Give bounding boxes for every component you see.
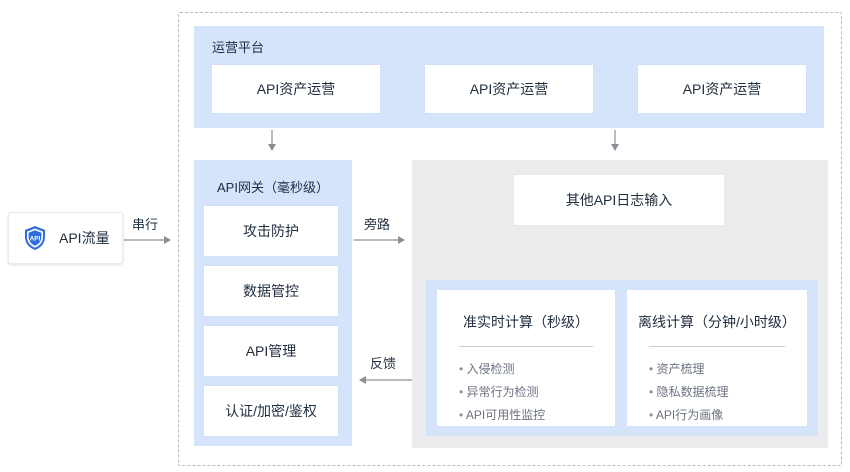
feedback-label: 反馈 <box>370 356 397 371</box>
list-item: 隐私数据梳理 <box>649 381 729 404</box>
realtime-list: 入侵检测 异常行为检测 API可用性监控 <box>459 358 545 427</box>
shield-icon-text: API <box>30 236 41 243</box>
api-traffic-source: API API流量 <box>8 212 123 264</box>
realtime-compute-title: 准实时计算（秒级） <box>463 314 589 330</box>
list-item: 入侵检测 <box>459 358 545 381</box>
api-management-card: API管理 <box>204 326 338 376</box>
offline-compute-card: 离线计算（分钟/小时级） 资产梳理 隐私数据梳理 API行为画像 <box>627 290 807 426</box>
data-control-card: 数据管控 <box>204 266 338 316</box>
ops-platform-panel: 运营平台 API资产运营 API资产运营 API资产运营 <box>194 26 824 128</box>
api-gateway-title: API网关（毫秒级） <box>217 180 329 195</box>
shield-api-icon: API <box>25 226 45 250</box>
auth-encrypt-card: 认证/加密/鉴权 <box>204 386 338 436</box>
list-item: API可用性监控 <box>459 404 545 427</box>
api-gateway-panel: API网关（毫秒级） 攻击防护 数据管控 API管理 认证/加密/鉴权 <box>194 160 352 446</box>
offline-compute-title: 离线计算（分钟/小时级） <box>638 314 796 330</box>
list-item: 异常行为检测 <box>459 381 545 404</box>
offline-list: 资产梳理 隐私数据梳理 API行为画像 <box>649 358 729 427</box>
system-boundary <box>178 12 842 466</box>
realtime-compute-card: 准实时计算（秒级） 入侵检测 异常行为检测 API可用性监控 <box>437 290 615 426</box>
list-item: 资产梳理 <box>649 358 729 381</box>
asset-ops-card-3: API资产运营 <box>638 65 806 113</box>
compute-panel: 准实时计算（秒级） 入侵检测 异常行为检测 API可用性监控 离线计算（分钟/小… <box>426 280 818 436</box>
list-item: API行为画像 <box>649 404 729 427</box>
offline-divider <box>649 346 785 347</box>
attack-protection-card: 攻击防护 <box>204 206 338 256</box>
asset-ops-card-1: API资产运营 <box>212 65 380 113</box>
realtime-divider <box>459 346 593 347</box>
serial-label: 串行 <box>132 217 159 232</box>
other-log-input-card: 其他API日志输入 <box>514 175 724 225</box>
bypass-label: 旁路 <box>364 217 391 232</box>
asset-ops-card-2: API资产运营 <box>425 65 593 113</box>
api-traffic-label: API流量 <box>59 230 110 246</box>
ops-platform-title: 运营平台 <box>212 40 265 55</box>
